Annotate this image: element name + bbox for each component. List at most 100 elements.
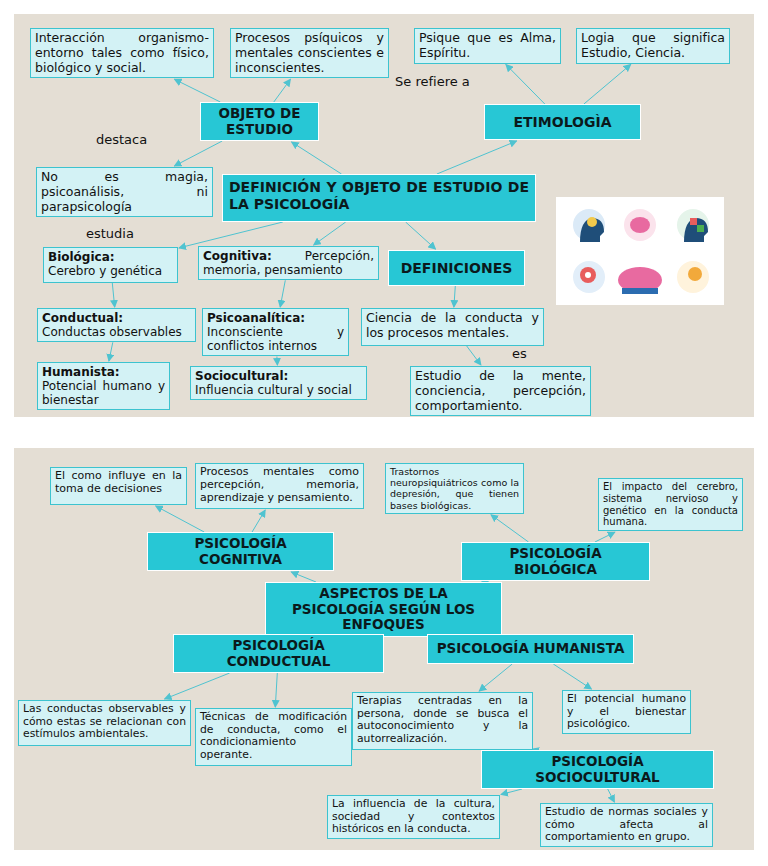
connector-arrow bbox=[406, 222, 436, 249]
connector-arrow bbox=[501, 789, 522, 795]
text-box: Técnicas de modificación de conducta, co… bbox=[195, 708, 352, 766]
text-box: Las conductas observables y cómo estas s… bbox=[18, 700, 191, 746]
box-heading: Psicoanalítica: bbox=[207, 311, 344, 325]
connector-label: estudia bbox=[86, 226, 134, 241]
box-text: PSICOLOGÍA CONDUCTUAL bbox=[180, 638, 377, 669]
text-box: Ciencia de la conducta y los procesos me… bbox=[361, 308, 544, 346]
text-box: El impacto del cerebro, sistema nervioso… bbox=[598, 478, 743, 531]
box-text: No es magia, psicoanálisis, ni parapsico… bbox=[41, 170, 208, 214]
connector-arrow bbox=[275, 673, 277, 707]
connector-arrow bbox=[553, 664, 591, 689]
connector-arrow bbox=[467, 346, 481, 365]
heading-box: PSICOLOGÍA SOCIOCULTURAL bbox=[481, 750, 714, 789]
text-box: Interacción organismo-entorno tales como… bbox=[30, 28, 214, 78]
text-box: Terapias centradas en la persona, donde … bbox=[352, 692, 533, 750]
connector-arrow bbox=[276, 357, 278, 366]
box-text: OBJETO DE ESTUDIO bbox=[207, 106, 312, 137]
box-text: Técnicas de modificación de conducta, co… bbox=[200, 711, 347, 762]
box-text: Influencia cultural y social bbox=[195, 383, 362, 397]
heading-box: ETIMOLOGÌA bbox=[484, 104, 641, 140]
connector-label: es bbox=[512, 346, 527, 361]
heading-box: DEFINICIONES bbox=[388, 250, 525, 286]
box-text: Interacción organismo-entorno tales como… bbox=[35, 31, 209, 75]
connector-arrow bbox=[175, 79, 221, 102]
text-box: Procesos psíquicos y mentales consciente… bbox=[230, 28, 389, 78]
text-box: Estudio de normas sociales y cómo afecta… bbox=[540, 803, 713, 847]
text-box: Logia que significa Estudio, Ciencia. bbox=[576, 28, 730, 64]
box-text: Logia que significa Estudio, Ciencia. bbox=[581, 31, 725, 61]
heading-box: PSICOLOGÍA BIOLÓGICA bbox=[461, 542, 650, 581]
connector-arrow bbox=[252, 510, 265, 532]
text-box: Biológica:Cerebro y genética bbox=[43, 247, 178, 283]
text-box: Cognitiva: Percepción, memoria, pensamie… bbox=[198, 246, 379, 280]
connector-arrow bbox=[179, 222, 283, 248]
box-text: ETIMOLOGÌA bbox=[491, 114, 634, 130]
box-text: Cerebro y genética bbox=[48, 264, 173, 278]
heading-box: PSICOLOGÍA CONDUCTUAL bbox=[173, 634, 384, 673]
text-box: Trastornos neuropsiquiátricos como la de… bbox=[385, 463, 524, 514]
text-box: Estudio de la mente, conciencia, percepc… bbox=[410, 366, 591, 416]
connector-arrow bbox=[112, 283, 114, 307]
text-box: Procesos mentales como percepción, memor… bbox=[195, 463, 364, 509]
connector-arrow bbox=[165, 673, 230, 699]
connector-arrow bbox=[292, 142, 342, 174]
box-text: La influencia de la cultura, sociedad y … bbox=[332, 798, 495, 836]
box-text: Terapias centradas en la persona, donde … bbox=[357, 695, 528, 746]
box-text: DEFINICIONES bbox=[395, 260, 518, 276]
text-box: El como influye en la toma de decisiones bbox=[50, 467, 187, 505]
connector-arrow bbox=[280, 280, 285, 307]
box-text: Trastornos neuropsiquiátricos como la de… bbox=[390, 466, 519, 511]
box-heading: Biológica: bbox=[48, 250, 173, 264]
box-heading: Cognitiva: bbox=[203, 249, 272, 263]
text-box: No es magia, psicoanálisis, ni parapsico… bbox=[36, 167, 213, 217]
connector-arrow bbox=[156, 506, 205, 532]
box-heading: Conductual: bbox=[42, 311, 191, 325]
connector-arrow bbox=[584, 65, 631, 105]
box-text: PSICOLOGÍA COGNITIVA bbox=[154, 536, 327, 567]
box-text: Ciencia de la conducta y los procesos me… bbox=[366, 311, 539, 341]
connector-arrow bbox=[479, 664, 512, 691]
heading-box: OBJETO DE ESTUDIO bbox=[200, 102, 319, 141]
box-heading: Humanista: bbox=[42, 365, 165, 379]
box-text: DEFINICIÓN Y OBJETO DE ESTUDIO DE LA PSI… bbox=[229, 179, 529, 213]
panel bbox=[14, 448, 754, 850]
box-text: Procesos psíquicos y mentales consciente… bbox=[235, 31, 384, 75]
text-box: Psicoanalítica:Inconsciente y conflictos… bbox=[202, 308, 349, 356]
box-text: Psique que es Alma, Espíritu. bbox=[419, 31, 556, 61]
box-text: Inconsciente y conflictos internos bbox=[207, 325, 344, 353]
box-text: Procesos mentales como percepción, memor… bbox=[200, 466, 359, 505]
connector-label: Se refiere a bbox=[395, 74, 470, 89]
text-box: Conductual:Conductas observables bbox=[37, 308, 196, 342]
box-text: El potencial humano y el bienestar psico… bbox=[567, 693, 686, 731]
connector-arrow bbox=[291, 572, 316, 582]
box-text: Estudio de la mente, conciencia, percepc… bbox=[415, 369, 586, 413]
connector-arrow bbox=[314, 222, 346, 245]
box-text: Estudio de normas sociales y cómo afecta… bbox=[545, 806, 708, 844]
box-heading: Sociocultural: bbox=[195, 369, 362, 383]
connector-arrow bbox=[608, 789, 615, 802]
connector-arrow bbox=[437, 141, 517, 174]
heading-box: ASPECTOS DE LA PSICOLOGÍA SEGÚN LOS ENFO… bbox=[265, 582, 502, 637]
box-text: Conductas observables bbox=[42, 325, 191, 339]
connector-arrow bbox=[595, 532, 615, 542]
box-text: El como influye en la toma de decisiones bbox=[55, 470, 182, 496]
connector-arrow bbox=[274, 79, 291, 102]
heading-box: PSICOLOGÍA COGNITIVA bbox=[147, 532, 334, 571]
connector-arrow bbox=[454, 286, 455, 307]
heading-box: PSICOLOGÍA HUMANISTA bbox=[427, 634, 634, 664]
box-text: PSICOLOGÍA BIOLÓGICA bbox=[468, 546, 643, 577]
connector-arrow bbox=[174, 141, 222, 166]
text-box: La influencia de la cultura, sociedad y … bbox=[327, 795, 500, 839]
text-box: El potencial humano y el bienestar psico… bbox=[562, 690, 691, 734]
text-box: Psique que es Alma, Espíritu. bbox=[414, 28, 561, 64]
text-box: Humanista:Potencial humano y bienestar bbox=[37, 362, 170, 410]
box-text: Las conductas observables y cómo estas s… bbox=[23, 703, 186, 741]
panel bbox=[14, 14, 754, 417]
box-text: ASPECTOS DE LA PSICOLOGÍA SEGÚN LOS ENFO… bbox=[272, 586, 495, 633]
connector-arrow bbox=[491, 515, 529, 542]
illustration bbox=[556, 197, 724, 305]
text-box: Sociocultural:Influencia cultural y soci… bbox=[190, 366, 367, 400]
connector-arrow bbox=[506, 65, 545, 105]
box-text: Potencial humano y bienestar bbox=[42, 379, 165, 407]
box-text: PSICOLOGÍA HUMANISTA bbox=[434, 641, 627, 657]
